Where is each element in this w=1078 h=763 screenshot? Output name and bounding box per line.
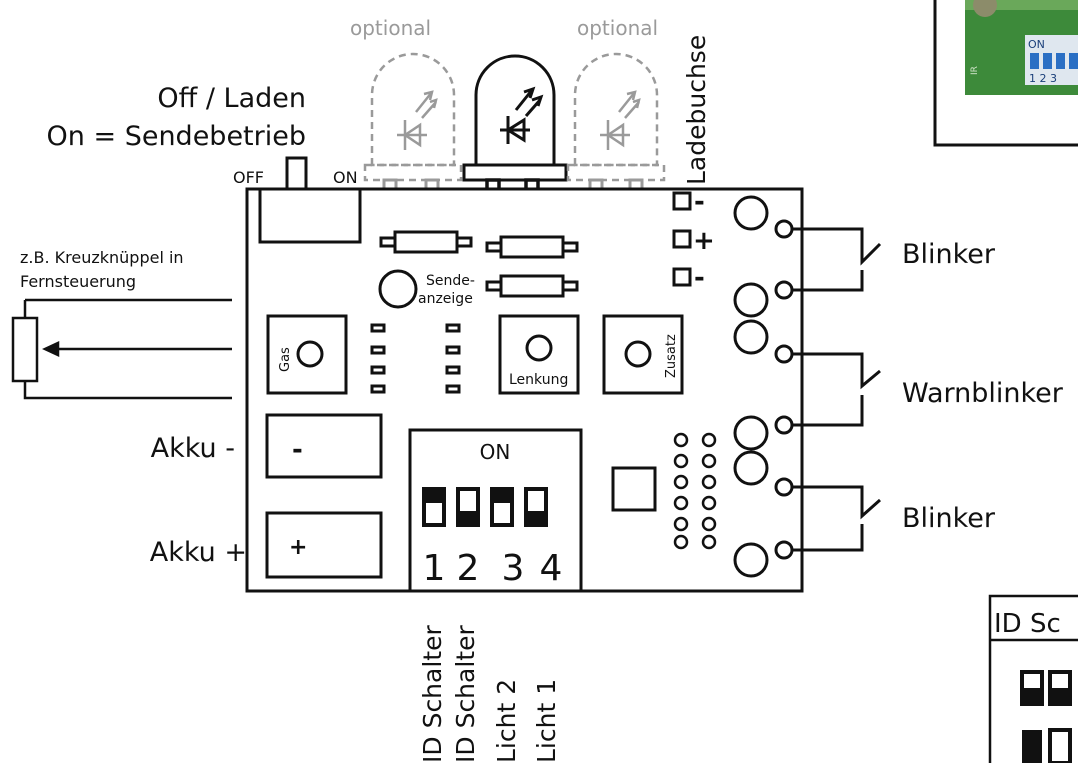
charge-minus-bottom: - <box>694 263 705 293</box>
power-switch-body <box>258 187 362 244</box>
dip-label-2: ID Schalter <box>451 625 480 763</box>
optional-led-left-label: optional <box>350 16 431 40</box>
switch-icon <box>285 156 308 192</box>
blinker-top-label: Blinker <box>902 239 996 270</box>
photo-dip-on: ON <box>1028 38 1045 51</box>
led-icon <box>363 52 463 182</box>
resistor-icon <box>485 235 579 259</box>
gas-label: Gas <box>278 347 293 372</box>
battery-plus-pad <box>265 511 383 579</box>
sende-led <box>378 269 418 309</box>
ic-chip <box>611 466 657 512</box>
switch-off-text: OFF <box>233 168 264 187</box>
dip-number-3: 3 <box>502 548 525 589</box>
blinker-bottom-label: Blinker <box>902 503 996 534</box>
id-schalter-legend: ID Sc <box>988 594 1078 763</box>
switch-label-off: Off / Laden <box>157 83 306 114</box>
charge-plus: + <box>693 226 715 256</box>
stick-note-line2: Fernsteuerung <box>20 272 136 291</box>
warnblinker-label: Warnblinker <box>902 378 1064 409</box>
pin-header <box>673 432 717 550</box>
photo-dip-numbers: 1 2 3 <box>1029 72 1057 85</box>
led-icon <box>566 52 666 182</box>
battery-plus-sign: + <box>289 535 307 560</box>
output-terminals <box>733 195 794 578</box>
optional-led-right-label: optional <box>577 16 658 40</box>
dip-label-4: Licht 1 <box>532 679 561 763</box>
zusatz-label: Zusatz <box>664 334 679 378</box>
akku-minus-label: Akku - <box>151 433 235 464</box>
dip-number-1: 1 <box>423 548 446 589</box>
resistor-icon <box>485 274 579 298</box>
dip-number-4: 4 <box>540 548 563 589</box>
switch-on-text: ON <box>333 168 358 187</box>
sende-label-1: Sende- <box>426 273 475 289</box>
id-schalter-legend-title: ID Sc <box>994 609 1061 639</box>
battery-minus-pad <box>265 413 383 479</box>
charge-minus-top: - <box>694 187 705 217</box>
potentiometer-icon <box>11 298 232 400</box>
battery-minus-sign: - <box>292 435 303 465</box>
akku-plus-label: Akku + <box>150 537 247 568</box>
resistor-icon <box>379 230 473 254</box>
dip-on-label: ON <box>480 440 511 464</box>
switch-label-on: On = Sendebetrieb <box>47 121 306 152</box>
stick-note-line1: z.B. Kreuzknüppel in <box>20 248 184 267</box>
output-switch-lines <box>792 227 882 552</box>
ladebuchse-label: Ladebuchse <box>682 35 711 185</box>
svg-text:IR: IR <box>970 66 980 75</box>
led-icon <box>462 54 568 182</box>
dip-label-1: ID Schalter <box>418 625 447 763</box>
dip-number-2: 2 <box>457 548 480 589</box>
lenkung-label: Lenkung <box>509 372 568 388</box>
board-photo-panel: ON 1 2 3 IR <box>933 0 1078 147</box>
sende-label-2: anzeige <box>418 291 473 307</box>
zusatz-connector <box>602 314 684 395</box>
dip-label-3: Licht 2 <box>492 679 521 763</box>
